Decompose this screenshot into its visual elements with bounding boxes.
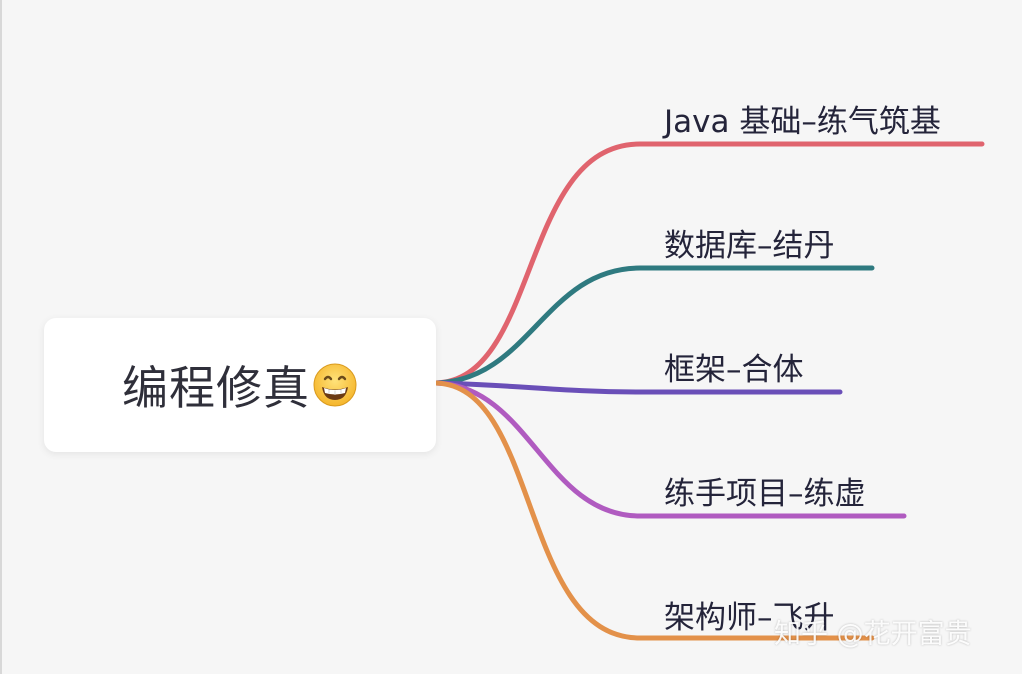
branch-label-project[interactable]: 练手项目–练虚 bbox=[664, 476, 866, 512]
root-title: 编程修真 bbox=[122, 361, 310, 415]
branch-line-java bbox=[433, 141, 985, 386]
grinning-face-icon bbox=[313, 363, 357, 407]
branch-line-database bbox=[433, 265, 875, 386]
branch-label-java[interactable]: Java 基础–练气筑基 bbox=[664, 104, 941, 140]
root-title-wrap: 编程修真 bbox=[122, 352, 358, 418]
root-node[interactable]: 编程修真 bbox=[44, 318, 436, 452]
branch-label-architect[interactable]: 架构师–飞升 bbox=[664, 600, 835, 636]
branch-line-framework bbox=[433, 380, 843, 395]
branch-line-project bbox=[433, 380, 907, 519]
branch-line-architect bbox=[433, 380, 875, 641]
canvas-edge bbox=[0, 0, 2, 674]
branch-label-database[interactable]: 数据库–结丹 bbox=[664, 228, 835, 264]
branch-label-framework[interactable]: 框架–合体 bbox=[664, 352, 804, 388]
watermark: 知乎 @花开富贵 bbox=[774, 619, 972, 650]
